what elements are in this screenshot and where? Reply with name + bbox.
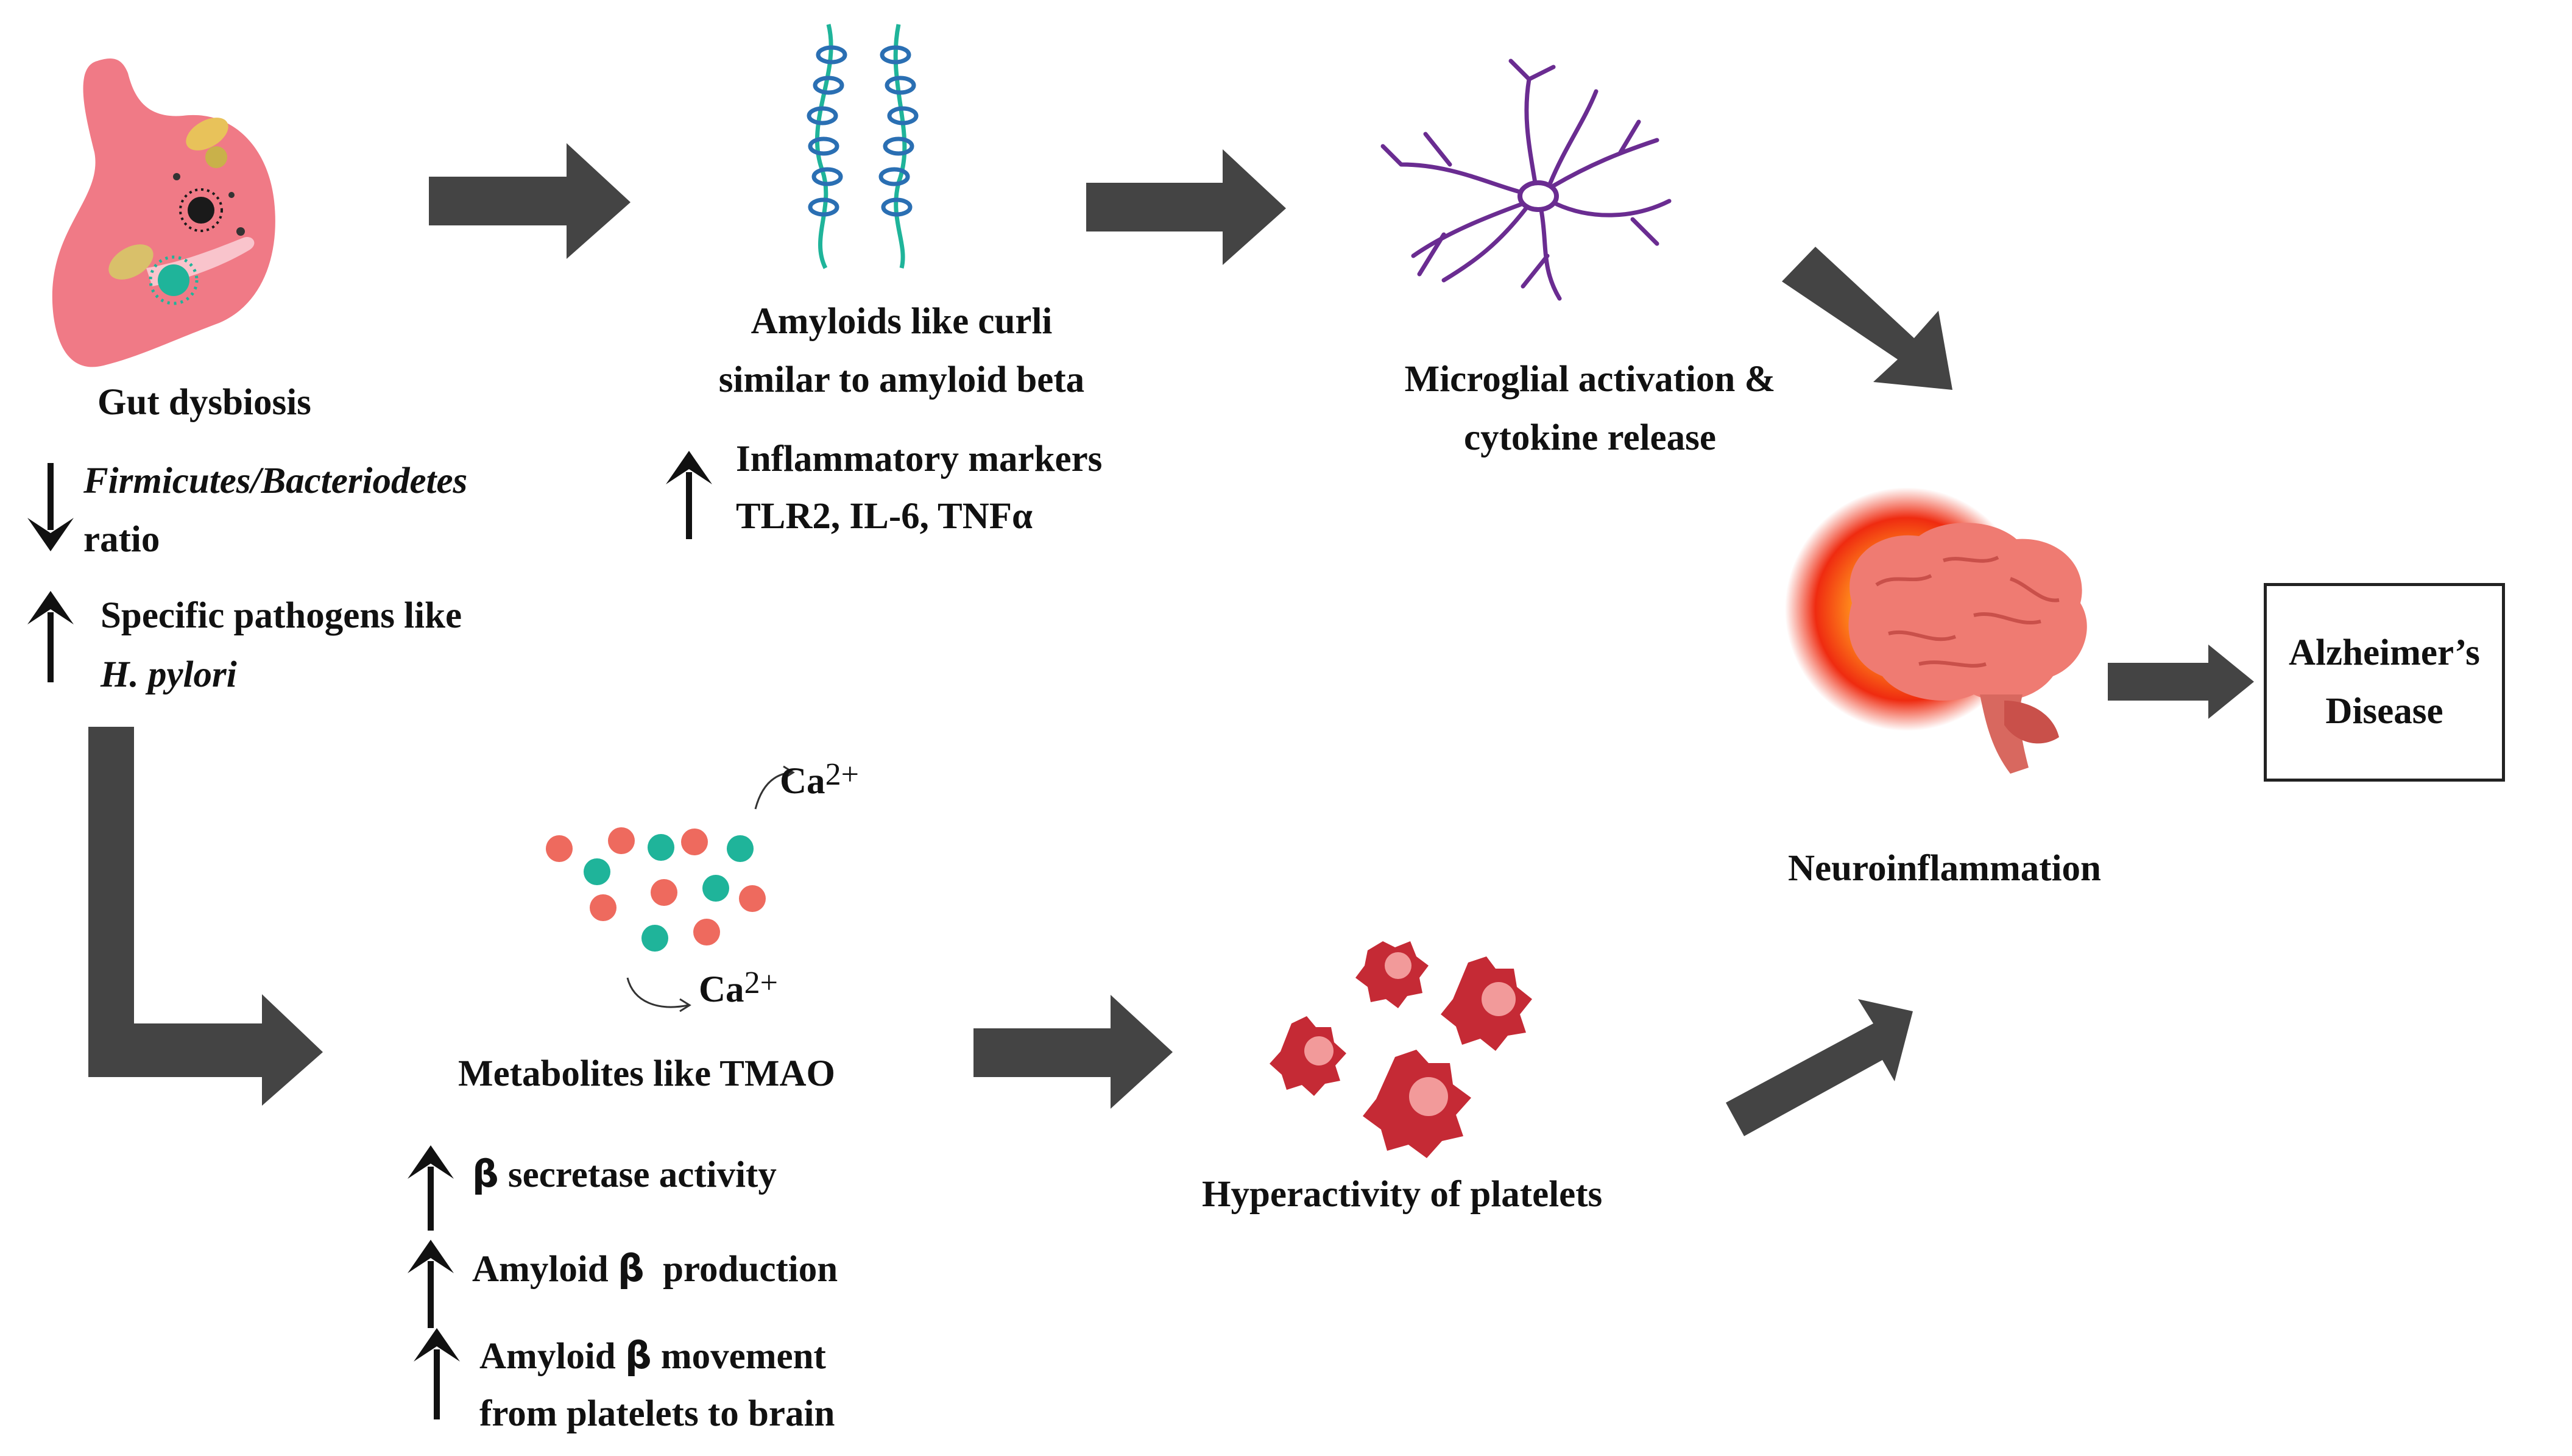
alzheimers-line1: Alzheimer’s [2289,632,2480,673]
h-pylori-label: H. pylori [101,654,237,695]
ratio-separator: / [250,461,261,501]
curli-amyloid-icon [807,24,919,269]
alzheimers-disease-box: Alzheimer’s Disease [2264,583,2505,782]
beta-symbol: β [472,1153,499,1196]
arrow-neuroinflammation-to-alzheimers [2108,645,2254,719]
firmicutes-bacteriodetes-ratio: Firmicutes/Bacteriodetes [83,452,467,511]
stomach-icon [52,58,275,367]
calcium-symbol: Ca [780,761,825,802]
production-text: production [663,1249,838,1290]
calcium-flow-curve [626,765,795,1012]
up-arrow-icon [408,1240,454,1328]
microglial-title-line2: cytokine release [1464,417,1716,458]
metabolites-title: Metabolites like TMAO [458,1053,835,1094]
calcium-charge: 2+ [825,757,859,792]
gut-dysbiosis-title: Gut dysbiosis [97,382,311,423]
platelet-hyperactivity-title: Hyperactivity of platelets [1202,1174,1603,1215]
inflamed-brain-icon [1785,487,2087,774]
amyloids-title-line2: similar to amyloid beta [718,359,1085,400]
specific-pathogens-label: Specific pathogens like [101,595,462,636]
up-arrow-icon [666,451,712,539]
arrow-amyloids-to-microglia [1086,149,1286,265]
calcium-ion-bottom: Ca2+ [699,966,778,1011]
amyloids-title: Amyloids like curli similar to amyloid b… [682,292,1121,409]
platelets-icon [1270,941,1532,1158]
up-arrow-icon [414,1328,460,1419]
amyloid-text: Amyloid [479,1336,616,1377]
metabolite-particles-icon [546,827,766,952]
beta-symbol: β [624,1334,652,1377]
inflammatory-markers-label: Inflammatory markers [736,439,1103,479]
platelets-to-brain-text: from platelets to brain [479,1393,835,1434]
arrow-platelets-to-neuroinflammation [1726,999,1913,1136]
arrow-gut-to-amyloids [429,143,631,259]
beta-symbol: β [617,1247,645,1290]
alzheimers-line2: Disease [2325,691,2443,732]
arrow-metabolites-to-platelets [973,995,1173,1109]
movement-text: movement [660,1336,826,1377]
firmicutes-label: Firmicutes [83,461,251,501]
amyloids-title-line1: Amyloids like curli [751,301,1053,342]
beta-secretase-activity: β secretase activity [472,1145,777,1204]
calcium-symbol: Ca [699,969,744,1010]
up-arrow-icon [408,1145,454,1231]
microglial-activation-title: Microglial activation & cytokine release [1358,350,1821,467]
arrow-microglia-to-neuroinflammation [1782,247,1952,390]
ratio-label: ratio [83,519,160,560]
calcium-charge: 2+ [744,966,778,1000]
down-arrow-icon [27,463,74,551]
bacteriodetes-label: Bacteriodetes [261,461,468,501]
up-arrow-icon [27,591,74,682]
amyloid-beta-movement: Amyloid β movement [479,1327,826,1386]
inflammatory-markers-list: TLR2, IL-6, TNFα [736,496,1033,537]
neuroinflammation-title: Neuroinflammation [1788,848,2101,889]
calcium-ion-top: Ca2+ [780,757,859,803]
amyloid-beta-production: Amyloid β production [472,1240,838,1299]
amyloid-text: Amyloid [472,1249,609,1290]
microglial-title-line1: Microglial activation & [1404,359,1776,400]
arrow-gut-to-metabolites-elbow [88,727,323,1106]
microglia-icon [1380,58,1672,301]
beta-secretase-text: secretase activity [507,1154,777,1195]
